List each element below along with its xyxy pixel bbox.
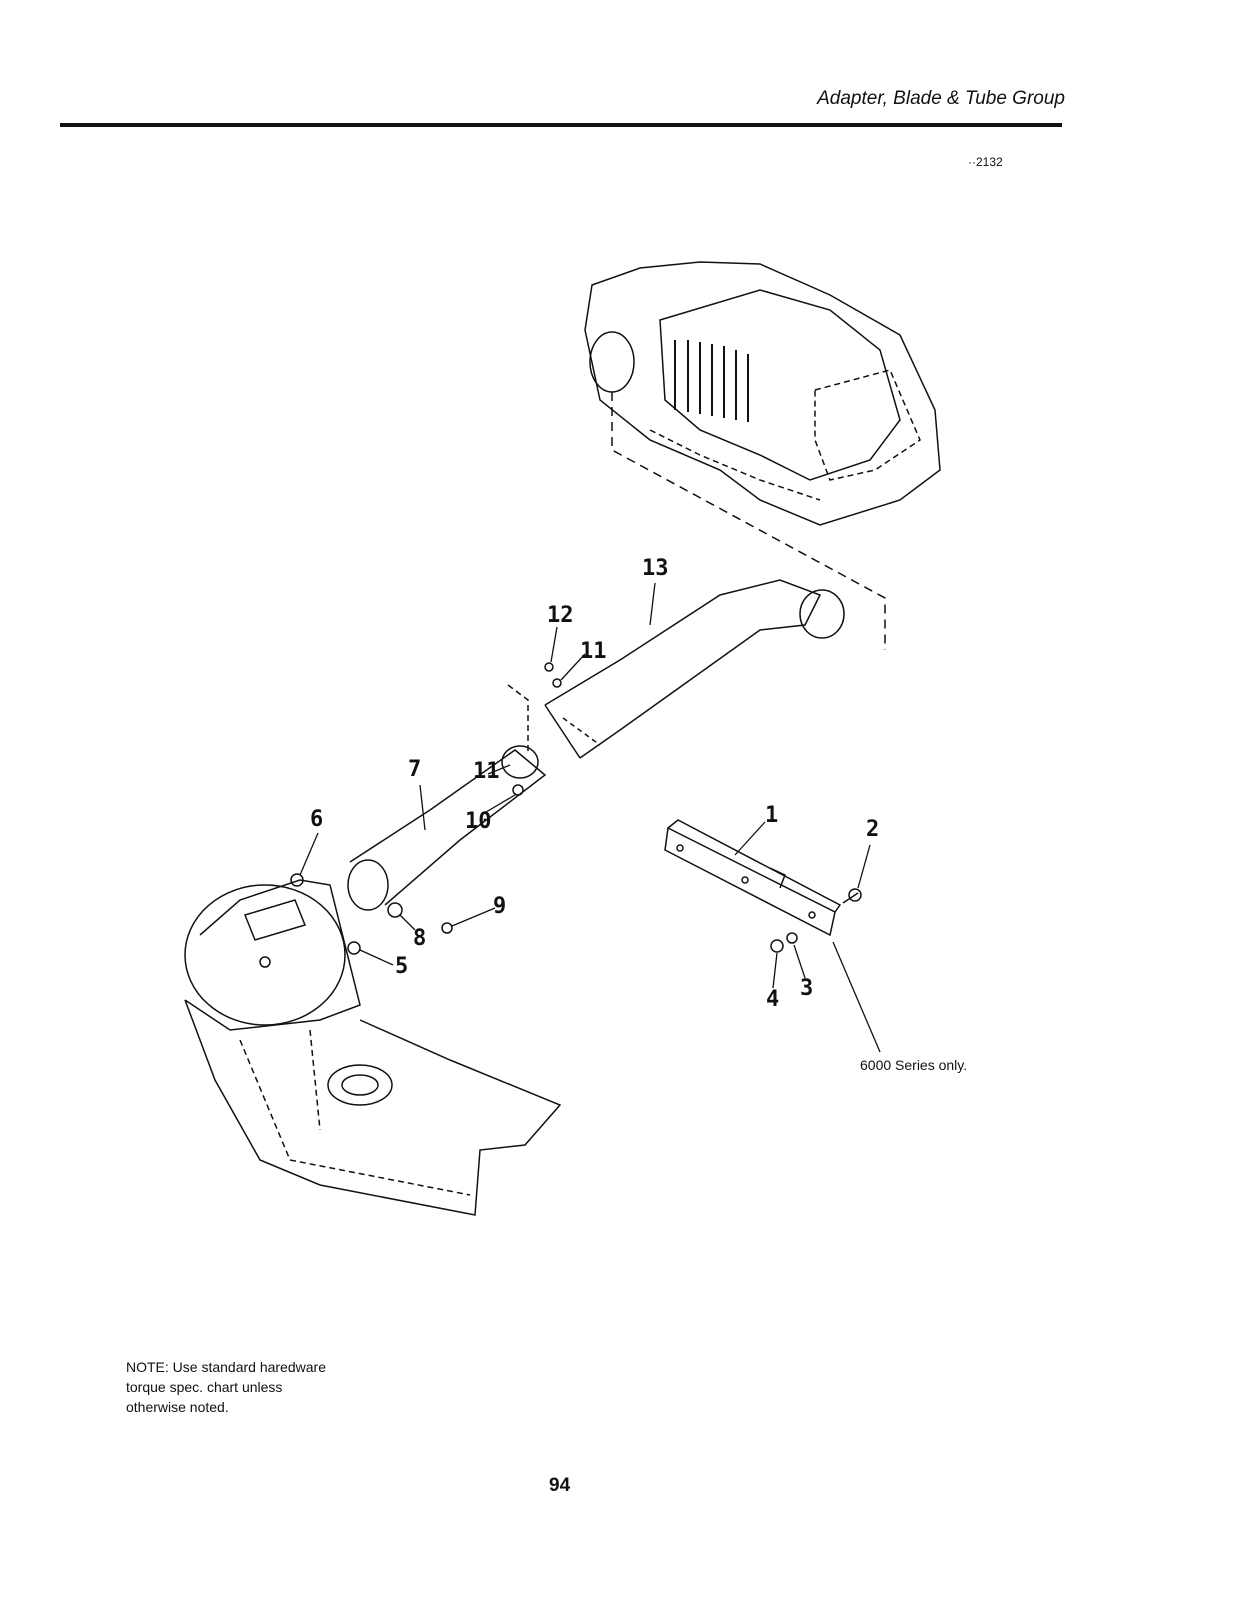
nut-part-5: [347, 941, 361, 955]
bolt-part-12: [544, 662, 554, 672]
page-title: Adapter, Blade & Tube Group: [817, 88, 1065, 109]
callout-4: 4: [766, 987, 779, 1012]
bolt-part-2: [848, 888, 862, 902]
lower-tube-part-7: [347, 684, 547, 911]
callout-13: 13: [642, 556, 669, 581]
callout-3: 3: [800, 976, 813, 1001]
callout-10: 10: [465, 809, 492, 834]
leader-lines: [299, 582, 881, 1053]
header-rule: [60, 123, 1062, 127]
note-line-3: otherwise noted.: [126, 1399, 229, 1415]
figure-reference-code: ··2132: [968, 155, 1003, 169]
brace-part-1: [664, 819, 842, 937]
assembly-guide-line: [611, 392, 886, 650]
callout-2: 2: [866, 817, 879, 842]
callout-9: 9: [493, 894, 506, 919]
washer-part-3: [786, 932, 798, 944]
page-number: 94: [549, 1475, 571, 1496]
callout-11-lower: 11: [473, 759, 500, 784]
nut-part-9: [441, 922, 453, 934]
series-annotation: 6000 Series only.: [860, 1057, 967, 1073]
clamp-part-8: [387, 902, 403, 918]
engine-shroud: [584, 261, 941, 526]
washer-part-10: [512, 784, 524, 796]
callout-11-upper: 11: [580, 639, 607, 664]
bolt-part-6: [290, 873, 304, 887]
callout-1: 1: [765, 803, 778, 828]
washer-part-11: [552, 678, 562, 688]
callout-12: 12: [547, 603, 574, 628]
callout-6: 6: [310, 807, 323, 832]
callout-8: 8: [413, 926, 426, 951]
torque-note: NOTE: Use standard haredware torque spec…: [126, 1357, 396, 1417]
callout-5: 5: [395, 954, 408, 979]
blower-housing: [184, 879, 562, 1216]
note-line-1: NOTE: Use standard haredware: [126, 1359, 326, 1375]
nut-part-4: [770, 939, 784, 953]
callout-7: 7: [408, 757, 421, 782]
note-line-2: torque spec. chart unless: [126, 1379, 283, 1395]
upper-tube-part-13: [544, 579, 845, 759]
